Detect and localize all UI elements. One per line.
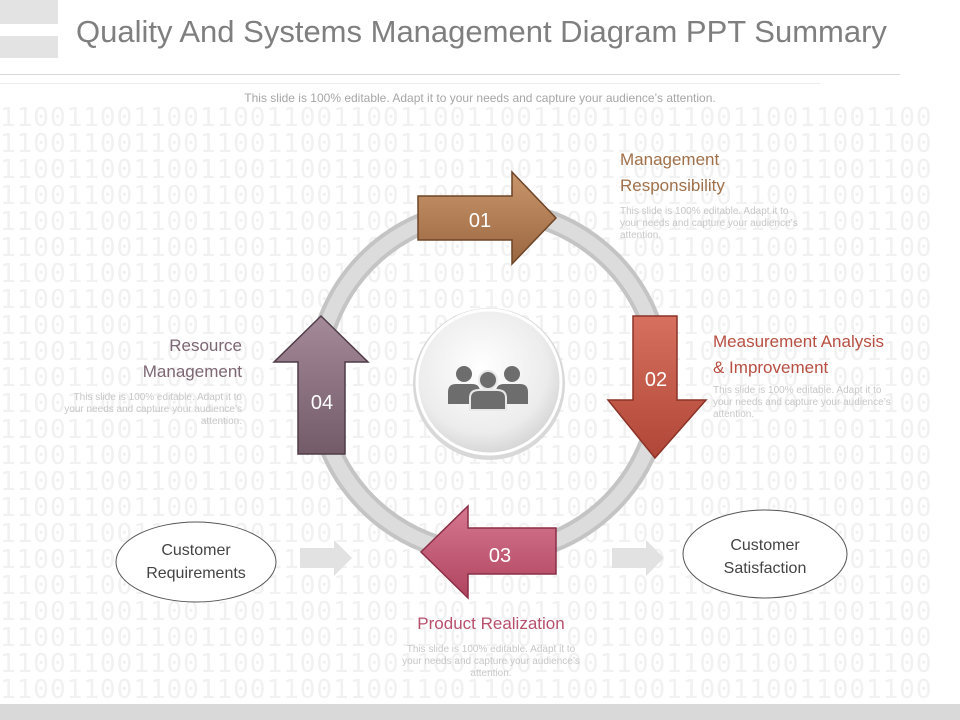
team-icon — [448, 366, 528, 411]
step-02-heading: Measurement Analysis & Improvement — [713, 329, 884, 381]
step-04-heading: Resource Management — [42, 333, 242, 385]
step-04-heading-line2: Management — [142, 362, 242, 381]
page-subtitle: This slide is 100% editable. Adapt it to… — [244, 91, 716, 105]
step-03-description: This slide is 100% editable. Adapt it to… — [341, 644, 641, 680]
step-number-01: 01 — [469, 210, 491, 232]
step-arrow-04 — [272, 314, 370, 455]
bottom-bar — [0, 704, 960, 720]
deco-bar-top — [0, 0, 58, 24]
input-label-line1: Customer — [161, 542, 231, 559]
step-01-desc-line2: your needs and capture your audience’s — [620, 218, 798, 229]
step-01-desc-line1: This slide is 100% editable. Adapt it to — [620, 206, 789, 217]
customer-satisfaction-ellipse — [682, 509, 848, 599]
step-03-heading-line1: Product Realization — [417, 614, 565, 633]
step-04-heading-line1: Resource — [169, 336, 242, 355]
step-01-heading: Management Responsibility — [620, 147, 725, 199]
step-arrow-01 — [417, 170, 558, 266]
step-02-desc-line2: your needs and capture your audience’s — [713, 397, 891, 408]
title-divider-secondary — [0, 83, 820, 84]
step-03-desc-line1: This slide is 100% editable. Adapt it to — [406, 644, 576, 655]
step-04-desc-line3: attention. — [200, 416, 242, 427]
step-03-desc-line2: your needs and capture your audience’s — [402, 656, 580, 667]
output-label-line1: Customer — [730, 537, 800, 554]
step-number-03: 03 — [489, 545, 511, 567]
input-flow-arrow — [300, 540, 352, 576]
step-02-description: This slide is 100% editable. Adapt it to… — [713, 385, 891, 421]
step-01-heading-line2: Responsibility — [620, 176, 725, 195]
step-04-desc-line2: your needs and capture your audience’s — [64, 404, 242, 415]
step-01-heading-line1: Management — [620, 150, 720, 169]
step-02-desc-line1: This slide is 100% editable. Adapt it to — [713, 385, 882, 396]
input-label-line2: Requirements — [146, 565, 246, 582]
output-label-line2: Satisfaction — [724, 560, 807, 577]
title-divider — [0, 74, 900, 75]
step-arrow-03 — [419, 504, 557, 600]
step-03-desc-line3: attention. — [470, 668, 512, 679]
step-04-description: This slide is 100% editable. Adapt it to… — [12, 392, 242, 428]
step-02-desc-line3: attention. — [713, 409, 755, 420]
page-title: Quality And Systems Management Diagram P… — [76, 14, 887, 49]
step-02-heading-line2: & Improvement — [713, 358, 829, 377]
step-number-04: 04 — [311, 392, 333, 414]
step-number-02: 02 — [645, 369, 667, 391]
step-arrow-02 — [606, 315, 708, 460]
step-02-heading-line1: Measurement Analysis — [713, 332, 885, 351]
output-flow-arrow — [612, 540, 664, 576]
step-04-desc-line1: This slide is 100% editable. Adapt it to — [73, 392, 242, 403]
step-01-description: This slide is 100% editable. Adapt it to… — [620, 206, 798, 242]
step-03-heading: Product Realization — [371, 611, 611, 637]
customer-requirements-ellipse — [115, 521, 277, 603]
step-01-desc-line3: attention. — [620, 230, 662, 241]
deco-bar-bottom — [0, 36, 58, 58]
